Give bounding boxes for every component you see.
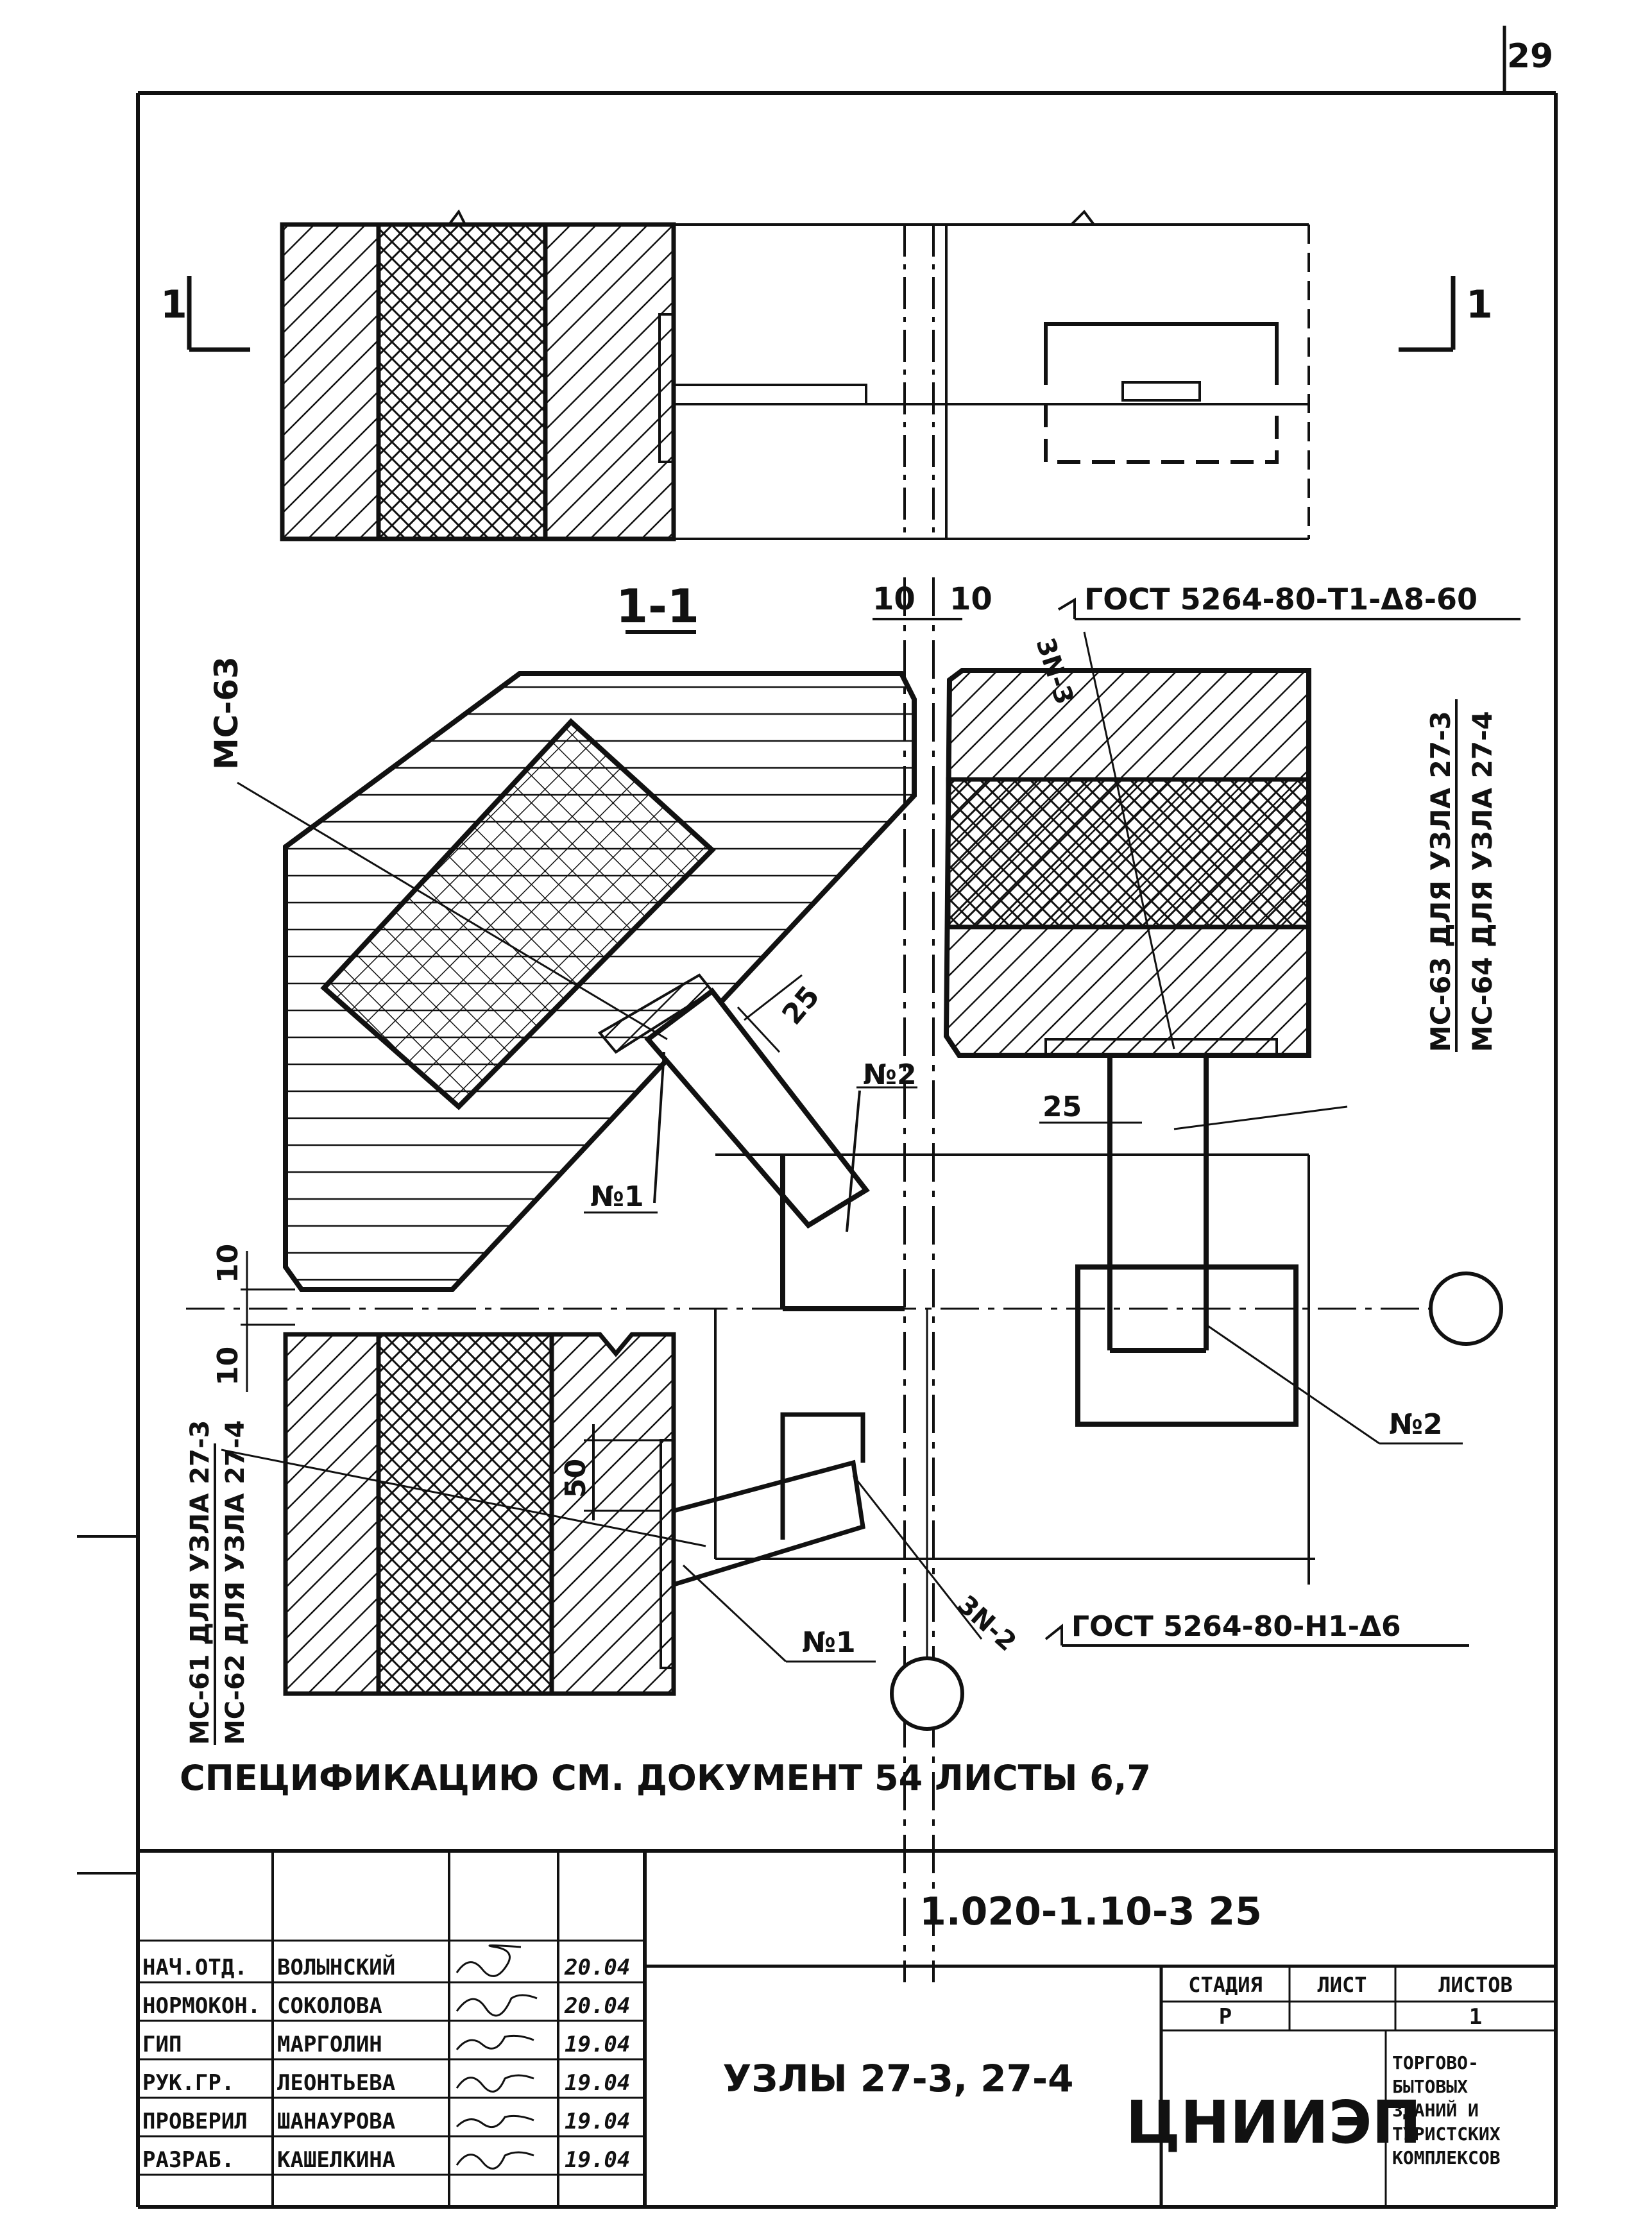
organization-description: ТОРГОВО- БЫТОВЫХ ЗДАНИЙ И ТУРИСТСКИХ КОМ… xyxy=(1392,2052,1501,2168)
row-1-date: 20.04 xyxy=(564,1993,630,2019)
cut-marker-left-label: 1 xyxy=(160,282,187,327)
row-2-name: МАРГОЛИН xyxy=(277,2032,382,2057)
sheet-header: ЛИСТ xyxy=(1317,1973,1367,1997)
bottom-panel-callout: МС-61 ДЛЯ УЗЛА 27-3 МС-62 ДЛЯ УЗЛА 27-4 xyxy=(185,1420,706,1745)
rotated-panel-ms63: 25 xyxy=(283,671,917,1292)
sheet-title: УЗЛЫ 27-3, 27-4 xyxy=(723,2057,1074,2100)
row-5-name: КАШЕЛКИНА xyxy=(277,2147,395,2173)
section-title-text: 1-1 xyxy=(616,579,699,633)
dim-25-b: 25 xyxy=(1043,1091,1082,1123)
specification-note: СПЕЦИФИКАЦИЮ СМ. ДОКУМЕНТ 54 ЛИСТЫ 6,7 xyxy=(180,1758,1151,1798)
panel-right-label-top: МС-63 ДЛЯ УЗЛА 27-3 xyxy=(1425,711,1456,1052)
center-dimension: 10 10 xyxy=(873,577,992,1982)
document-code: 1.020-1.10-3 25 xyxy=(919,1889,1262,1934)
center-axis-horizontal xyxy=(186,1271,1503,1731)
dim-left-10: 10 xyxy=(873,581,915,617)
row-2-signature xyxy=(456,2034,534,2050)
panel-left-label: МС-63 xyxy=(208,656,245,770)
dim-50: 50 xyxy=(559,1459,592,1498)
panel-right-label-bottom: МС-64 ДЛЯ УЗЛА 27-4 xyxy=(1467,711,1498,1052)
row-1-role: НОРМОКОН. xyxy=(142,1993,260,2019)
dim-25-a: 25 xyxy=(776,980,826,1031)
row-4-role: ПРОВЕРИЛ xyxy=(142,2109,248,2134)
part-no2-b: №2 xyxy=(1389,1408,1443,1441)
row-2-role: ГИП xyxy=(142,2032,182,2057)
gost-bottom-label: ГОСТ 5264-80-Н1-Δ6 xyxy=(1071,1610,1401,1643)
panel-bottom-label-top: МС-61 ДЛЯ УЗЛА 27-3 xyxy=(185,1420,215,1745)
row-0-date: 20.04 xyxy=(564,1955,630,1980)
page-number: 29 xyxy=(1507,37,1553,76)
part-no1-b: №1 xyxy=(802,1626,856,1659)
weld-note-bottom: 3N-2 xyxy=(951,1590,1021,1657)
sheet-frame xyxy=(77,26,1558,2207)
row-4-signature xyxy=(456,2114,534,2129)
part-no1-callout-b: №1 xyxy=(682,1564,876,1663)
organization-logo: ЦНИИЭП xyxy=(1126,2088,1422,2157)
signature-rows: НАЧ.ОТД. ВОЛЫНСКИЙ 20.04 НОРМОКОН. СОКОЛ… xyxy=(142,1944,630,2173)
gost-callout-bottom: 3N-2 ГОСТ 5264-80-Н1-Δ6 xyxy=(852,1475,1469,1657)
dim-left-vertical-10b: 10 xyxy=(212,1347,244,1386)
row-4-name: ШАНАУРОВА xyxy=(277,2109,395,2134)
stage-header: СТАДИЯ xyxy=(1188,1973,1263,1997)
part-no2-a: №2 xyxy=(863,1059,917,1091)
row-0-name: ВОЛЫНСКИЙ xyxy=(277,1954,395,1980)
panel-bottom-label-bottom: МС-62 ДЛЯ УЗЛА 27-4 xyxy=(221,1420,250,1745)
org-desc-line-0: ТОРГОВО- xyxy=(1392,2052,1479,2073)
row-4-date: 19.04 xyxy=(565,2109,630,2134)
row-3-signature xyxy=(456,2074,534,2093)
bracket-part-no2: №2 №1 xyxy=(584,1051,1206,1311)
org-desc-line-3: ТУРИСТСКИХ xyxy=(1392,2123,1501,2145)
ms63-leader: МС-63 xyxy=(208,656,668,1041)
row-3-name: ЛЕОНТЬЕВА xyxy=(277,2070,395,2096)
row-3-date: 19.04 xyxy=(565,2070,630,2096)
sheets-value: 1 xyxy=(1469,2004,1482,2030)
row-2-date: 19.04 xyxy=(565,2032,630,2057)
stage-table: СТАДИЯ ЛИСТ ЛИСТОВ Р 1 xyxy=(1188,1973,1513,2030)
right-panel-ms63-64: МС-63 ДЛЯ УЗЛА 27-3 МС-64 ДЛЯ УЗЛА 27-4 … xyxy=(943,631,1498,1427)
cut-marker-right-label: 1 xyxy=(1466,282,1493,327)
row-1-name: СОКОЛОВА xyxy=(277,1993,382,2019)
gost-top-label: ГОСТ 5264-80-Т1-Δ8-60 xyxy=(1084,582,1477,617)
top-view-plan xyxy=(280,209,1310,541)
row-3-role: РУК.ГР. xyxy=(142,2070,234,2096)
row-0-role: НАЧ.ОТД. xyxy=(142,1955,248,1980)
org-desc-line-4: КОМПЛЕКСОВ xyxy=(1392,2147,1501,2168)
part-no2-callout-b: №2 xyxy=(1205,1323,1463,1445)
title-block xyxy=(138,1849,1556,2209)
row-1-signature xyxy=(456,1994,538,2017)
org-desc-line-2: ЗДАНИЙ И xyxy=(1392,2099,1479,2121)
cut-marker-left: 1 xyxy=(160,276,250,352)
section-title: 1-1 xyxy=(616,579,699,634)
part-no1-a: №1 xyxy=(590,1180,644,1213)
row-5-signature xyxy=(456,2151,534,2170)
stage-value: Р xyxy=(1219,2004,1232,2030)
dim-right-10: 10 xyxy=(949,581,992,617)
org-desc-line-1: БЫТОВЫХ xyxy=(1392,2076,1468,2097)
row-5-role: РАЗРАБ. xyxy=(142,2147,234,2173)
row-0-signature xyxy=(456,1944,522,1977)
row-5-date: 19.04 xyxy=(565,2147,630,2173)
left-vertical-dimension: 10 10 xyxy=(212,1244,295,1392)
dim-left-vertical-10a: 10 xyxy=(212,1244,244,1283)
sheets-header: ЛИСТОВ xyxy=(1438,1973,1513,1997)
cut-marker-right: 1 xyxy=(1399,276,1493,352)
bottom-wall-panel: 50 xyxy=(283,1155,1315,1696)
